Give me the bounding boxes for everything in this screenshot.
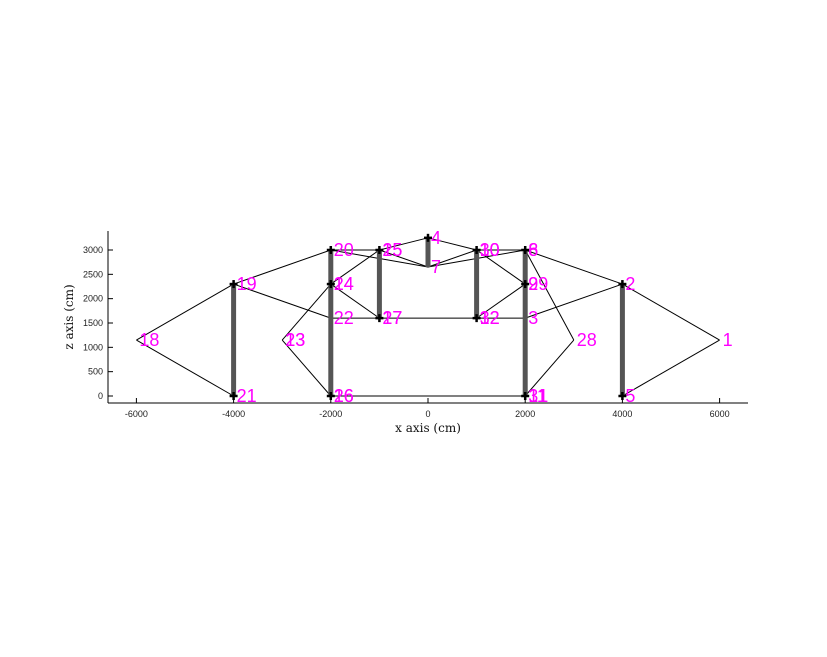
node-label: 1 <box>723 330 733 350</box>
truss-member <box>330 249 380 285</box>
truss-member <box>524 249 575 341</box>
node-marker <box>229 392 238 400</box>
node-marker <box>229 280 238 289</box>
node-label: 8 <box>528 240 538 260</box>
node-label: 28 <box>577 330 597 350</box>
node-label: 2 <box>625 274 635 294</box>
node-marker <box>618 392 627 400</box>
node-label: 22 <box>334 308 354 328</box>
node-label: 6 <box>528 240 538 260</box>
truss-member <box>330 283 380 319</box>
x-tick-label: 6000 <box>710 409 730 419</box>
truss-member <box>476 283 526 319</box>
node-marker <box>521 280 530 289</box>
truss-member <box>622 283 720 341</box>
node-marker <box>326 245 335 254</box>
x-axis-label: x axis (cm) <box>395 421 461 435</box>
node-marker <box>375 314 384 323</box>
node-label: 32 <box>480 308 500 328</box>
node-label: 26 <box>334 386 354 406</box>
node-label: 20 <box>334 240 354 260</box>
truss-member <box>136 339 234 397</box>
truss-member <box>525 249 623 285</box>
node-markers <box>229 233 627 400</box>
node-label: 27 <box>382 308 402 328</box>
node-label: 30 <box>480 240 500 260</box>
truss-member <box>427 249 477 268</box>
node-label: 19 <box>237 274 257 294</box>
node-label: 10 <box>480 240 500 260</box>
truss-member <box>622 339 720 397</box>
node-label: 21 <box>237 386 257 406</box>
x-tick-label: 0 <box>425 409 430 419</box>
node-marker <box>472 245 481 254</box>
truss-member <box>379 237 429 251</box>
node-label: 5 <box>625 386 635 406</box>
x-tick-label: 4000 <box>612 409 632 419</box>
truss-member <box>476 249 526 285</box>
truss-member <box>427 237 477 251</box>
plot-axes: -6000 -4000 -2000 0 2000 4000 6000 0 500 1000 1500… <box>83 231 748 419</box>
y-tick-label: 500 <box>88 367 103 377</box>
node-labels: 1234567891011121314151617181920212223242… <box>139 228 732 406</box>
x-tick-label: -2000 <box>319 409 342 419</box>
truss-member <box>379 249 429 268</box>
node-label: 16 <box>334 386 354 406</box>
truss-member <box>136 283 234 341</box>
x-tick-label: -4000 <box>222 409 245 419</box>
x-tick-label: -6000 <box>125 409 148 419</box>
y-tick-label: 3000 <box>83 245 103 255</box>
node-marker <box>618 280 627 289</box>
truss-member <box>525 283 623 319</box>
node-label: 15 <box>382 240 402 260</box>
node-label: 31 <box>528 386 548 406</box>
y-tick-label: 0 <box>98 391 103 401</box>
node-marker <box>326 392 335 400</box>
node-label: 12 <box>480 308 500 328</box>
y-tick-label: 1500 <box>83 318 103 328</box>
node-label: 29 <box>528 274 548 294</box>
node-label: 18 <box>139 330 159 350</box>
truss-member <box>281 339 332 397</box>
node-label: 14 <box>334 274 354 294</box>
y-axis-label: z axis (cm) <box>62 284 76 349</box>
node-label: 4 <box>431 228 441 248</box>
truss-member <box>281 283 332 341</box>
node-label: 17 <box>382 308 402 328</box>
node-marker <box>521 392 530 400</box>
node-label: 13 <box>285 330 305 350</box>
node-label: 24 <box>334 274 354 294</box>
node-marker <box>424 233 432 242</box>
node-marker <box>326 280 335 289</box>
y-tick-label: 1000 <box>83 342 103 352</box>
y-tick-label: 2500 <box>83 269 103 279</box>
truss-member <box>233 249 331 285</box>
node-marker <box>472 314 481 323</box>
node-label: 23 <box>285 330 305 350</box>
node-marker <box>375 245 384 254</box>
node-marker <box>521 245 530 254</box>
node-label: 25 <box>382 240 402 260</box>
node-label: 9 <box>528 274 538 294</box>
y-tick-label: 2000 <box>83 294 103 304</box>
node-label: 11 <box>528 386 547 406</box>
truss-member <box>233 283 331 319</box>
x-tick-label: 2000 <box>515 409 535 419</box>
node-label: 7 <box>431 257 441 277</box>
node-label: 3 <box>528 308 538 328</box>
truss-members <box>136 237 720 397</box>
truss-member <box>524 339 575 397</box>
